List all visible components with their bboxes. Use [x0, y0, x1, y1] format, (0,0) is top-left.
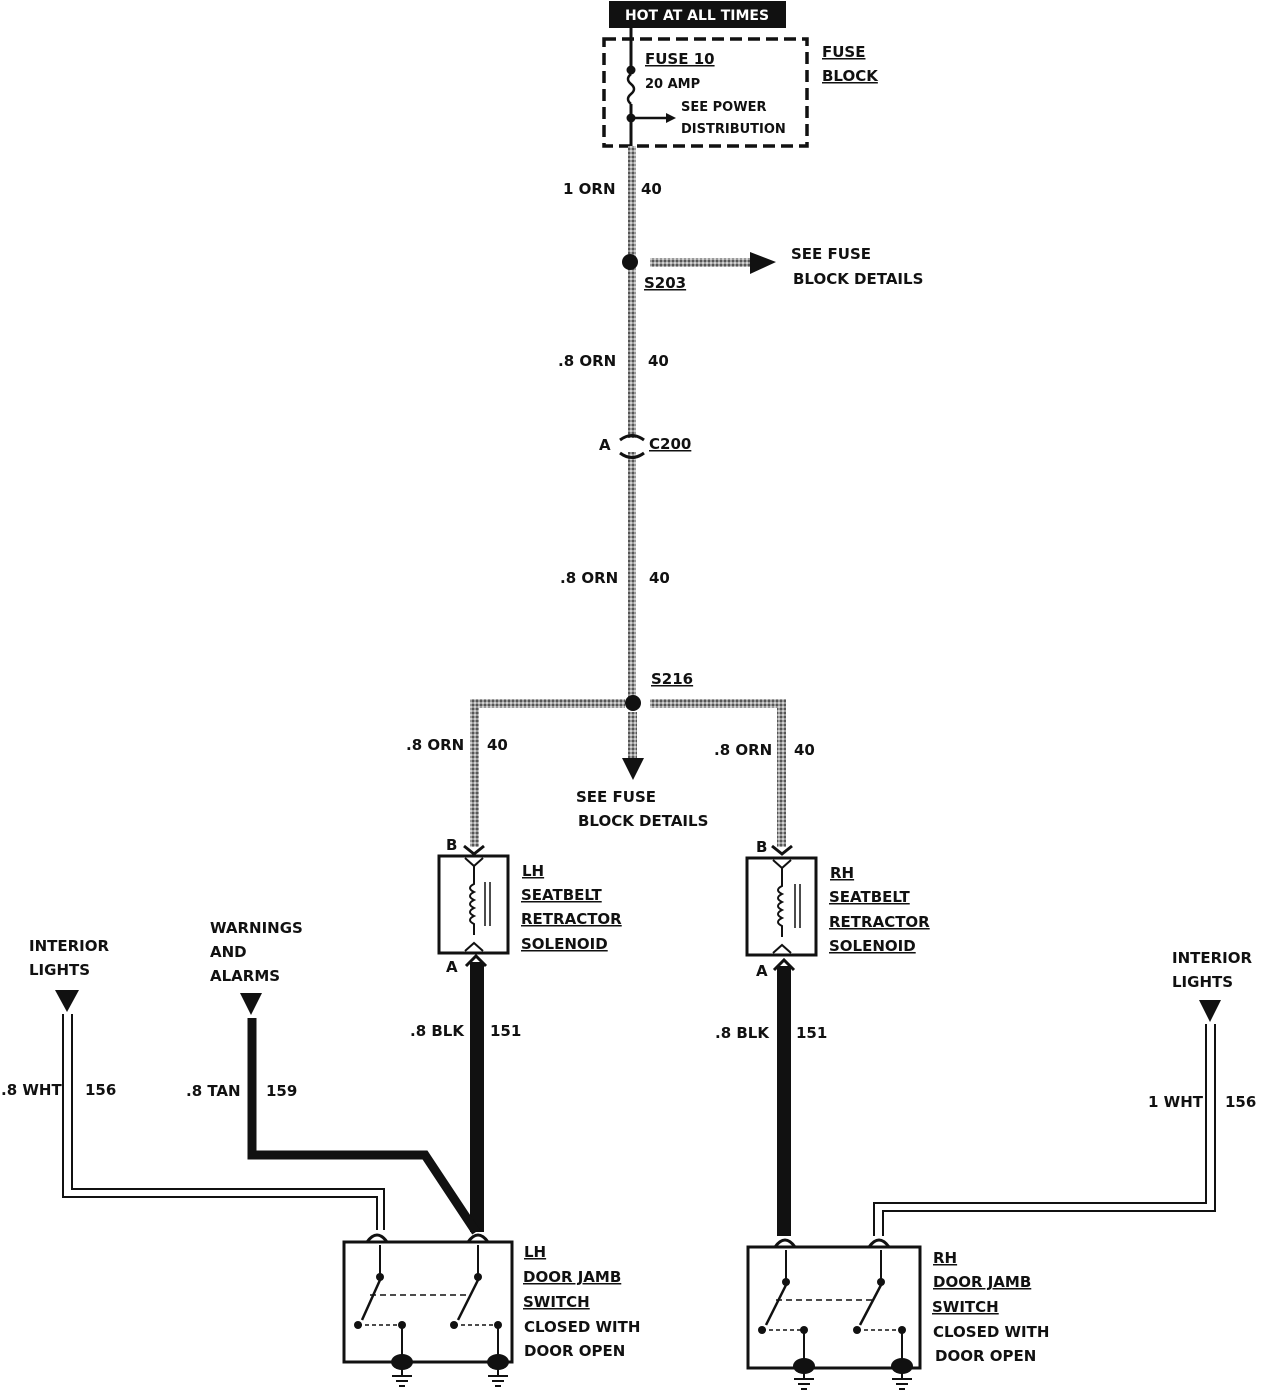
tan-circuit: 159	[266, 1082, 297, 1100]
c200-pin: A	[599, 436, 611, 454]
rh-switch-line3: SWITCH	[932, 1298, 999, 1316]
left-branch-horizontal	[470, 699, 625, 708]
arrow-down-icon	[55, 990, 79, 1012]
see-power-line2: DISTRIBUTION	[681, 122, 786, 137]
w2-size: .8 ORN	[558, 352, 616, 370]
w1-circuit: 40	[641, 180, 662, 198]
connector-c200: A C200	[599, 434, 691, 459]
s216-down-wire	[628, 712, 637, 758]
rh-blk-wire	[777, 966, 791, 1236]
ground-icon	[487, 1354, 509, 1387]
warnings-line3: ALARMS	[210, 967, 280, 985]
lh-switch-line3: SWITCH	[523, 1293, 590, 1311]
rh-solenoid-line2: SEATBELT	[829, 888, 910, 906]
right-branch-horizontal	[650, 699, 786, 708]
rh-switch-line1: RH	[933, 1249, 957, 1267]
fuse-block-label-1: FUSE	[822, 43, 865, 61]
fuse-rating: 20 AMP	[645, 77, 700, 92]
ground-icon	[391, 1354, 413, 1387]
lh-solenoid-line1: LH	[522, 862, 544, 880]
lh-switch-line1: LH	[524, 1243, 546, 1261]
arrow-right-icon	[666, 113, 676, 123]
lh-wht-circuit: 156	[85, 1081, 116, 1099]
arrow-right-icon	[750, 252, 776, 274]
lh-switch-line2: DOOR JAMB	[523, 1268, 621, 1286]
see-fuse-2-line1: SEE FUSE	[576, 788, 656, 806]
rh-switch-line2: DOOR JAMB	[933, 1273, 1031, 1291]
arrow-down-icon	[240, 993, 262, 1015]
w3-size: .8 ORN	[560, 569, 618, 587]
w2-circuit: 40	[648, 352, 669, 370]
see-fuse-1-line2: BLOCK DETAILS	[793, 270, 923, 288]
lh-switch-line4: CLOSED WITH	[524, 1318, 640, 1336]
rh-solenoid-line3: RETRACTOR	[829, 913, 930, 931]
fuse-element-icon	[626, 73, 636, 105]
splice-s203	[622, 254, 638, 270]
arrow-down-icon	[1199, 1000, 1221, 1022]
lh-switch-line5: DOOR OPEN	[524, 1342, 625, 1360]
lh-solenoid-line3: RETRACTOR	[521, 910, 622, 928]
warnings-line1: WARNINGS	[210, 919, 303, 937]
lh-wht-size: .8 WHT	[1, 1081, 62, 1099]
right-branch-size: .8 ORN	[714, 741, 772, 759]
rh-switch-line4: CLOSED WITH	[933, 1323, 1049, 1341]
lh-interior-line1: INTERIOR	[29, 937, 109, 955]
solenoid-coil-icon	[469, 866, 477, 935]
rh-blk-circuit: 151	[796, 1024, 827, 1042]
w1-size: 1 ORN	[563, 180, 616, 198]
right-branch-vertical	[777, 699, 786, 847]
lh-seatbelt-solenoid: B A	[437, 836, 510, 976]
rh-seatbelt-solenoid: B A	[745, 838, 818, 980]
ground-icon	[891, 1358, 913, 1390]
arrow-down-icon	[622, 758, 644, 780]
rh-pin-a: A	[756, 962, 768, 980]
warnings-line2: AND	[210, 943, 247, 961]
lh-solenoid-line4: SOLENOID	[521, 935, 608, 953]
tan-wire	[247, 1018, 480, 1235]
rh-door-jamb-switch	[746, 1238, 922, 1390]
left-branch-circuit: 40	[487, 736, 508, 754]
hot-at-all-times-tag: HOT AT ALL TIMES	[609, 1, 786, 28]
orn-wire-upper	[628, 146, 636, 438]
rh-solenoid-line4: SOLENOID	[829, 937, 916, 955]
lh-blk-size: .8 BLK	[410, 1022, 465, 1040]
s203-branch-wire	[650, 258, 750, 267]
rh-pin-b: B	[756, 838, 767, 856]
lh-pin-a: A	[446, 958, 458, 976]
rh-interior-line2: LIGHTS	[1172, 973, 1233, 991]
lh-pin-b: B	[446, 836, 457, 854]
lh-blk-wire	[470, 962, 484, 1232]
ground-icon	[793, 1358, 815, 1390]
rh-blk-size: .8 BLK	[715, 1024, 770, 1042]
splice-s216	[625, 695, 641, 711]
right-branch-circuit: 40	[794, 741, 815, 759]
rh-switch-line5: DOOR OPEN	[935, 1347, 1036, 1365]
rh-solenoid-line1: RH	[830, 864, 854, 882]
rh-wht-size: 1 WHT	[1148, 1093, 1204, 1111]
lh-blk-circuit: 151	[490, 1022, 521, 1040]
lh-interior-line2: LIGHTS	[29, 961, 90, 979]
rh-interior-line1: INTERIOR	[1172, 949, 1252, 967]
c200-label: C200	[649, 435, 691, 453]
lh-door-jamb-switch	[342, 1233, 514, 1387]
fuse-block-label-2: BLOCK	[822, 67, 879, 85]
fuse-block: FUSE 10 20 AMP SEE POWER DISTRIBUTION	[602, 28, 809, 148]
solenoid-coil-icon	[777, 868, 785, 937]
hot-label: HOT AT ALL TIMES	[625, 8, 769, 24]
orn-wire-lower	[628, 452, 636, 702]
see-power-line1: SEE POWER	[681, 100, 766, 115]
w3-circuit: 40	[649, 569, 670, 587]
rh-wht-circuit: 156	[1225, 1093, 1256, 1111]
lh-solenoid-line2: SEATBELT	[521, 886, 602, 904]
s203-label: S203	[644, 274, 686, 292]
fuse-label: FUSE 10	[645, 50, 715, 68]
s216-label: S216	[651, 670, 693, 688]
see-fuse-1-line1: SEE FUSE	[791, 245, 871, 263]
see-fuse-2-line2: BLOCK DETAILS	[578, 812, 708, 830]
tan-size: .8 TAN	[186, 1082, 241, 1100]
left-branch-vertical	[470, 699, 479, 847]
left-branch-size: .8 ORN	[406, 736, 464, 754]
